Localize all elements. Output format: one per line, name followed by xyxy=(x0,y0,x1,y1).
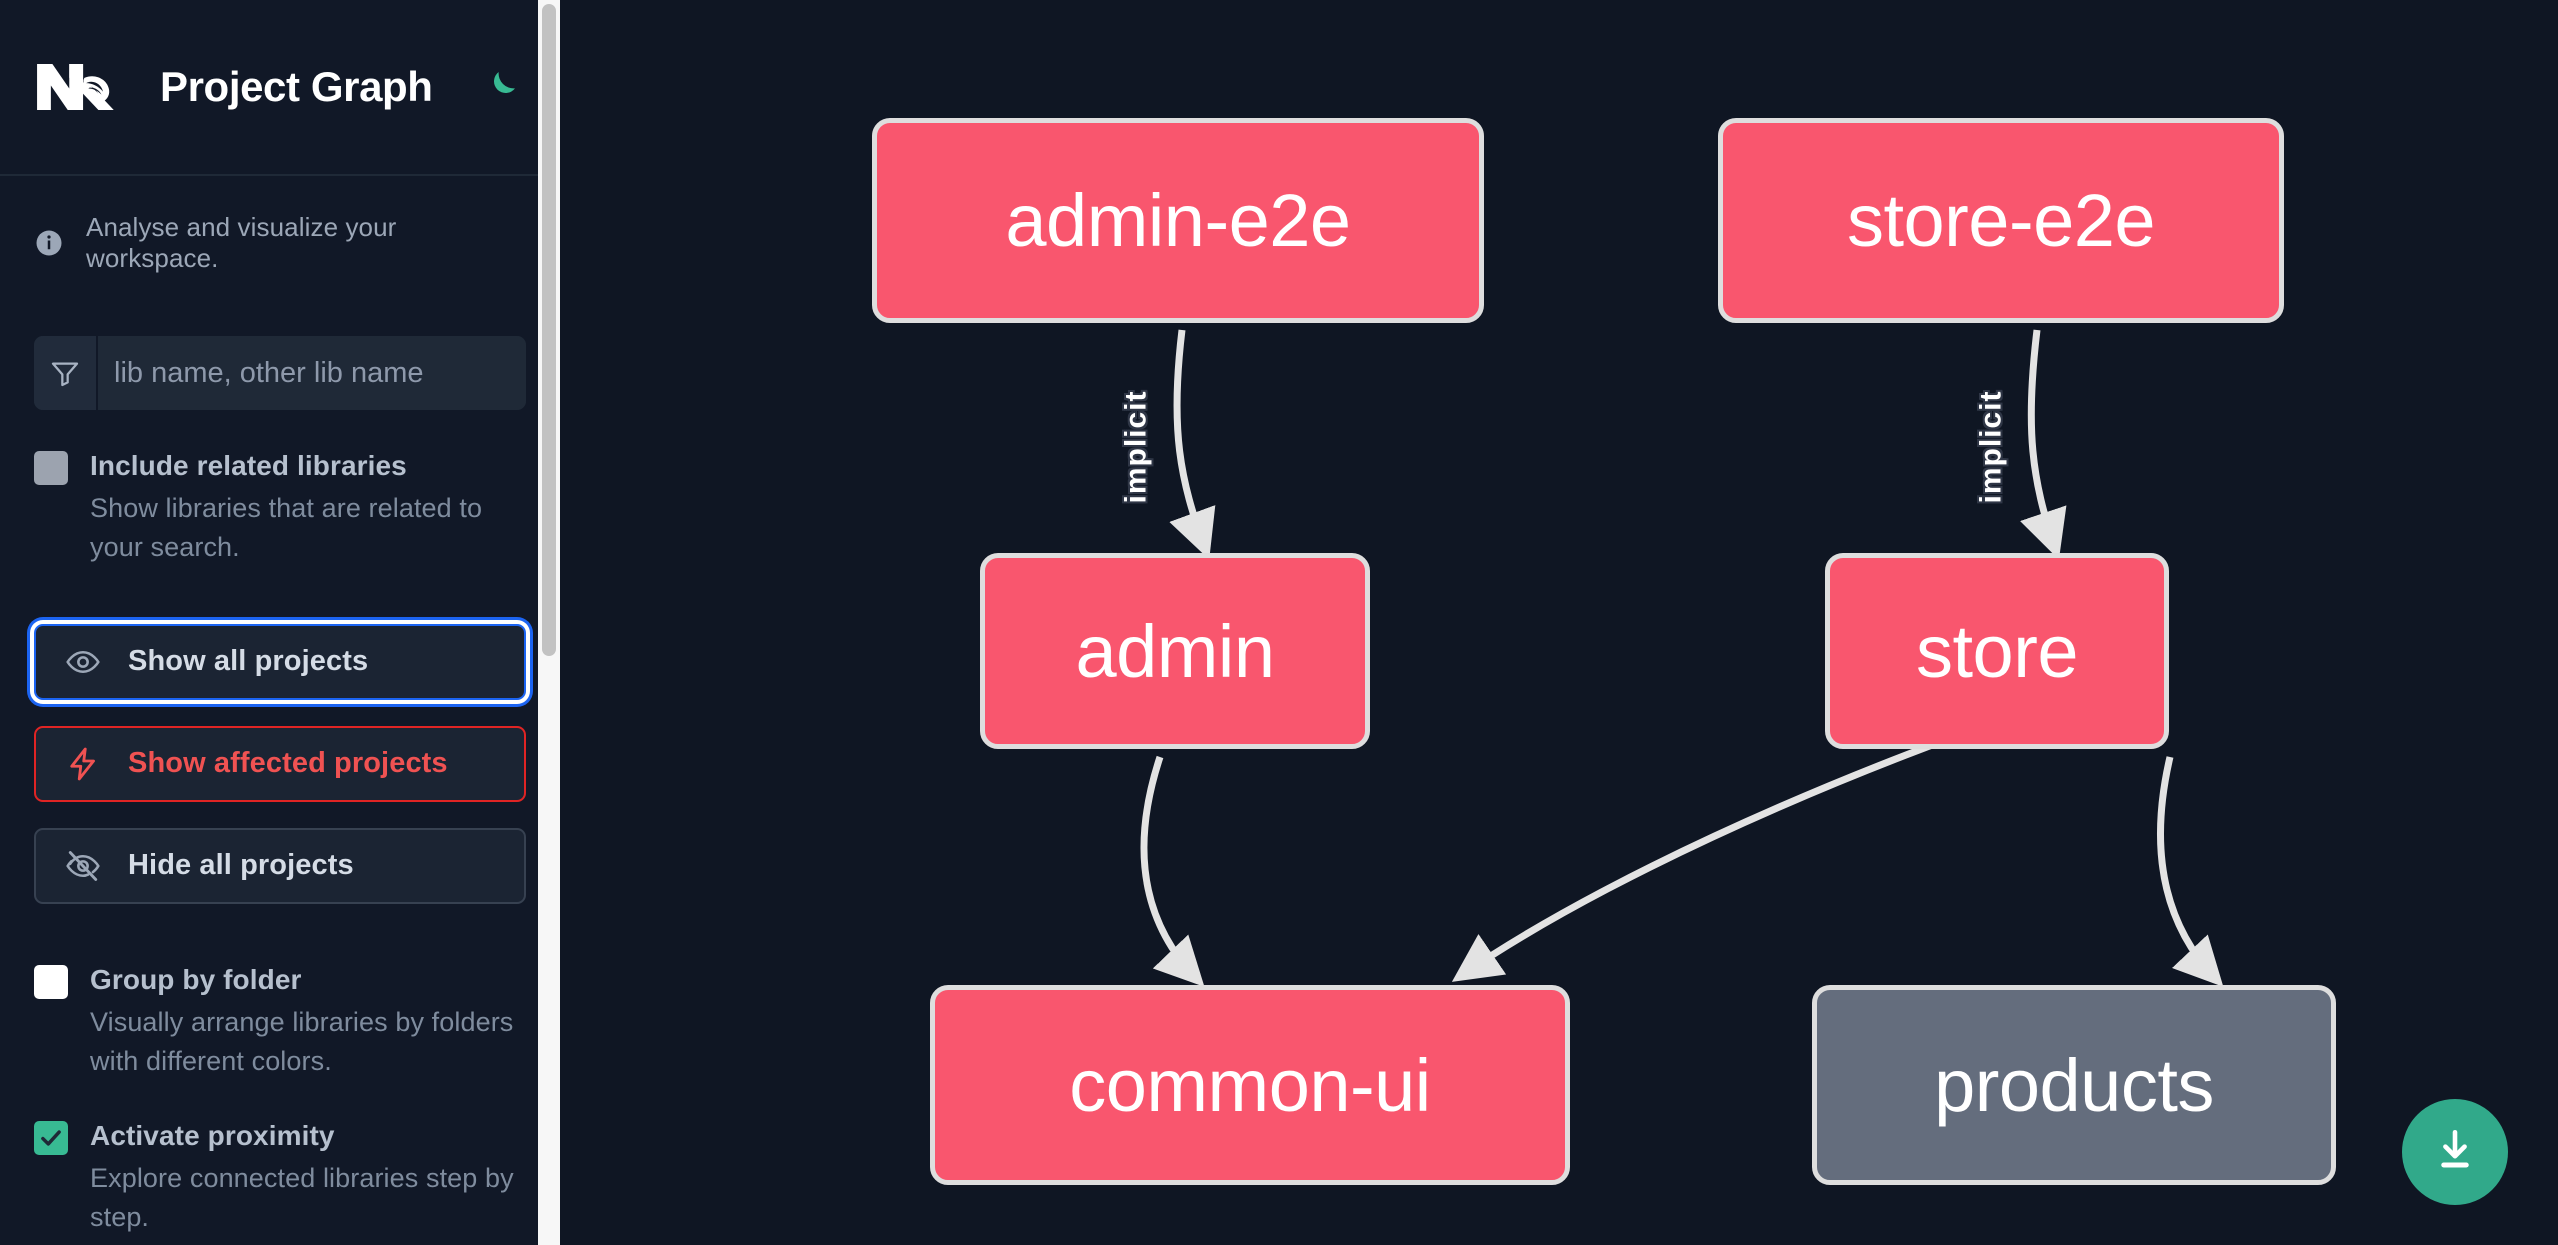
show-all-projects-label: Show all projects xyxy=(128,645,369,678)
edge-label-store-e2e-implicit: implicit xyxy=(1974,390,2008,504)
graph-node-store-e2e[interactable]: store-e2e xyxy=(1718,118,2284,323)
graph-node-common-ui-label: common-ui xyxy=(1069,1043,1431,1127)
graph-node-admin-e2e-label: admin-e2e xyxy=(1005,179,1351,262)
checkbox-activate-proximity-box[interactable] xyxy=(34,1120,68,1155)
lightning-bolt-icon xyxy=(64,745,102,783)
checkbox-include-related-libraries-box[interactable] xyxy=(34,451,68,485)
graph-node-products-label: products xyxy=(1934,1043,2214,1127)
checkbox-activate-proximity-label: Activate proximity xyxy=(90,1119,335,1151)
download-icon xyxy=(2430,1125,2480,1180)
download-image-button[interactable] xyxy=(2402,1099,2508,1205)
checkbox-activate-proximity[interactable]: Activate proximity Explore connected lib… xyxy=(0,1116,560,1238)
show-affected-projects-button[interactable]: Show affected projects xyxy=(34,725,526,802)
page-title: Project Graph xyxy=(160,63,433,110)
graph-node-admin-label: admin xyxy=(1075,609,1275,693)
search-bar xyxy=(34,336,526,410)
nx-logo-icon xyxy=(34,57,126,117)
search-input[interactable] xyxy=(98,336,526,410)
graph-node-store-label: store xyxy=(1915,609,2079,693)
checkbox-group-by-folder-description: Visually arrange libraries by folders wi… xyxy=(90,1006,514,1077)
hide-all-projects-label: Hide all projects xyxy=(128,849,354,882)
graph-node-admin[interactable]: admin xyxy=(980,553,1370,749)
checkbox-group-by-folder-label: Group by folder xyxy=(90,963,302,995)
eye-off-icon xyxy=(64,847,102,885)
filter-funnel-icon[interactable] xyxy=(34,336,98,410)
edge-store-e2e-to-store xyxy=(2020,329,2067,560)
graph-node-store-e2e-label: store-e2e xyxy=(1846,179,2156,262)
checkbox-include-related-libraries-description: Show libraries that are related to your … xyxy=(90,492,483,563)
graph-node-store[interactable]: store xyxy=(1825,553,2169,749)
sidebar: Project Graph Analyse and visualize yo xyxy=(0,0,560,1245)
checkbox-group-by-folder-box[interactable] xyxy=(34,964,68,999)
checkbox-include-related-libraries-label: Include related libraries xyxy=(90,450,407,481)
checkbox-activate-proximity-description: Explore connected libraries step by step… xyxy=(90,1162,514,1233)
sidebar-scrollbar-thumb[interactable] xyxy=(542,4,556,656)
graph-canvas[interactable]: admin-e2e store-e2e admin store common-u… xyxy=(560,0,2558,1245)
eye-icon xyxy=(64,643,102,681)
graph-node-products[interactable]: products xyxy=(1812,985,2336,1185)
graph-node-admin-e2e[interactable]: admin-e2e xyxy=(872,118,1484,323)
edge-admin-to-common-ui xyxy=(1140,755,1205,987)
edge-label-admin-e2e-implicit: implicit xyxy=(1119,390,1153,504)
graph-edges xyxy=(1140,329,2224,987)
project-visibility-buttons: Show all projects Show affected projects xyxy=(34,623,526,904)
edge-store-to-products xyxy=(2157,756,2224,987)
show-affected-projects-label: Show affected projects xyxy=(128,747,448,780)
checkbox-group-by-folder[interactable]: Group by folder Visually arrange librari… xyxy=(0,960,560,1082)
graph-node-common-ui[interactable]: common-ui xyxy=(930,985,1570,1185)
workspace-info-text: Analyse and visualize your workspace. xyxy=(86,212,397,273)
hide-all-projects-button[interactable]: Hide all projects xyxy=(34,827,526,904)
info-circle-icon xyxy=(34,228,64,258)
edge-admin-e2e-to-admin xyxy=(1169,329,1216,560)
checkbox-include-related-libraries[interactable]: Include related libraries Show libraries… xyxy=(0,446,560,568)
sidebar-scrollbar-track[interactable] xyxy=(538,0,560,1245)
show-all-projects-button[interactable]: Show all projects xyxy=(34,623,526,700)
workspace-info: Analyse and visualize your workspace. xyxy=(0,176,560,274)
moon-icon[interactable] xyxy=(473,60,527,114)
sidebar-header: Project Graph xyxy=(0,0,560,176)
